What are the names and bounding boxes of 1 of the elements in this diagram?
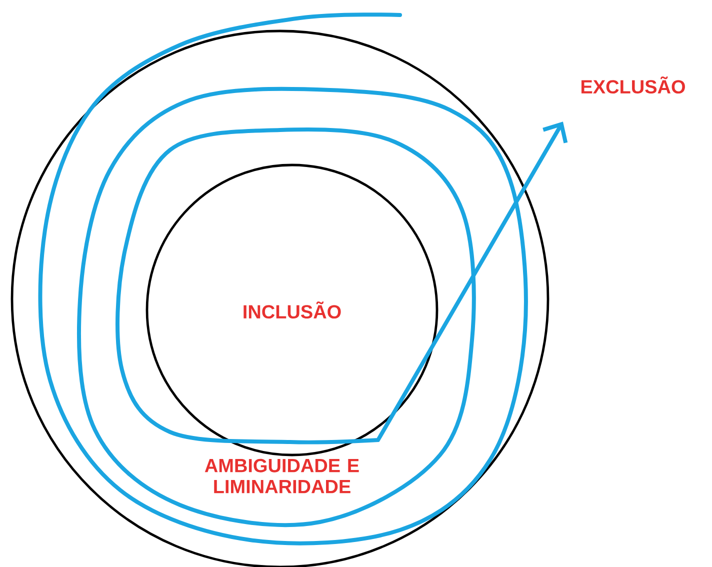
bare-label: EXCLUSÃO [582,76,685,94]
